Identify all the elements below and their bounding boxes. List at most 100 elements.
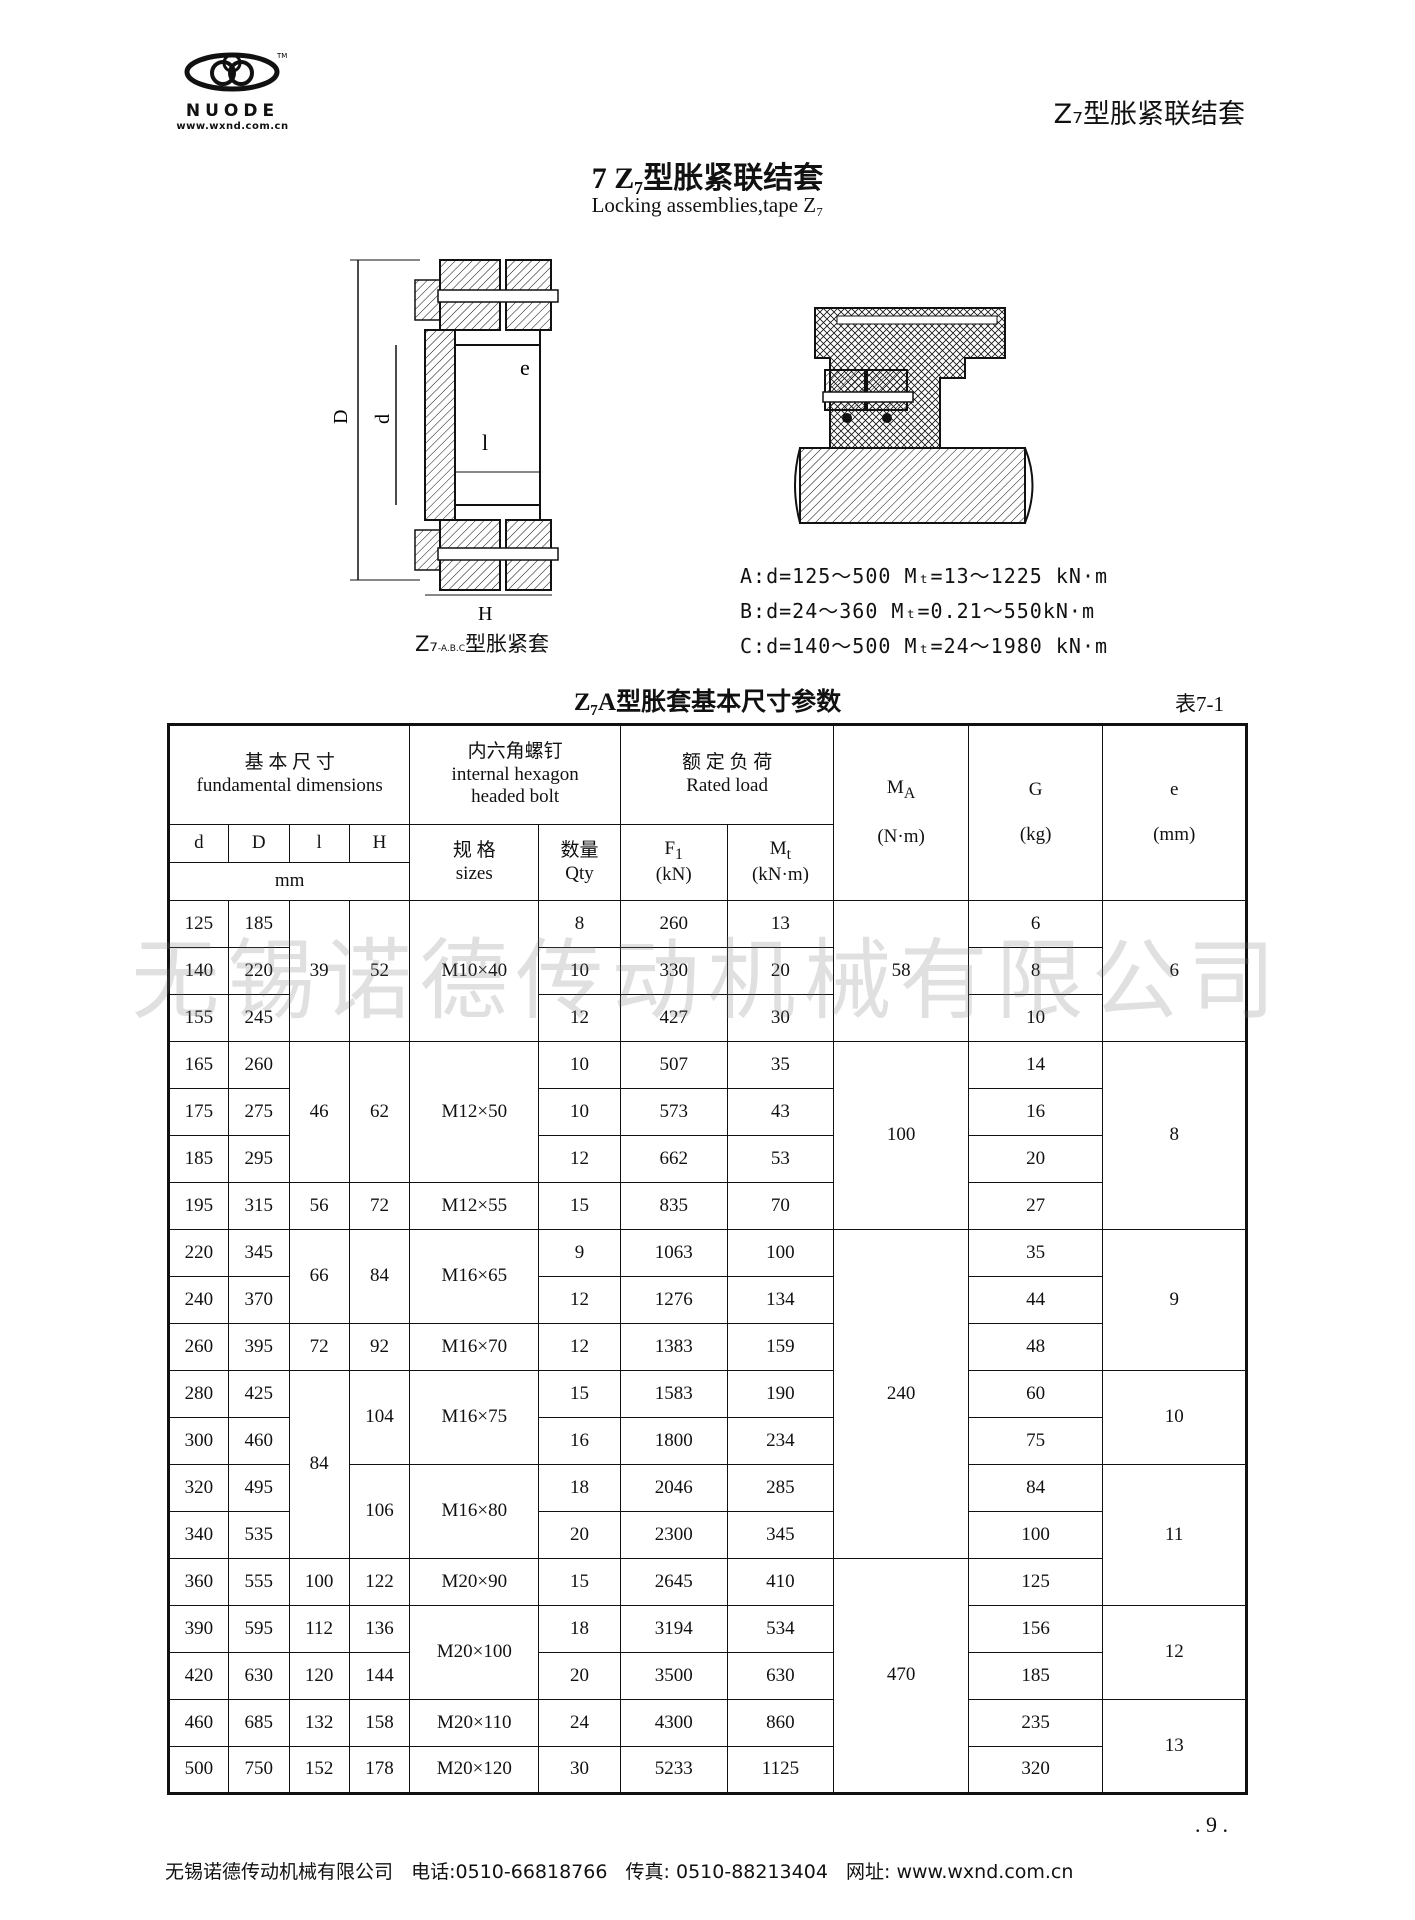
table-cell: 84 — [288, 1370, 350, 1559]
table-cell: 507 — [619, 1041, 728, 1089]
spec-line-c: C:d=140～500 Mₜ=24～1980 kN·m — [740, 634, 1109, 658]
table-cell: 460 — [168, 1699, 229, 1747]
table-cell: 12 — [538, 1276, 621, 1324]
table-cell: 535 — [227, 1511, 290, 1559]
table-cell: 320 — [168, 1464, 229, 1512]
table-cell: 320 — [967, 1746, 1104, 1794]
table-cell: M10×40 — [409, 900, 540, 1042]
table-cell: 1583 — [619, 1370, 728, 1418]
table-cell: 165 — [168, 1041, 229, 1089]
table-cell: 134 — [726, 1276, 835, 1324]
table-cell: 84 — [967, 1464, 1104, 1512]
dim-H-label: H — [478, 603, 492, 625]
table-cell: 35 — [967, 1229, 1104, 1277]
table-cell: 662 — [619, 1135, 728, 1183]
table-cell: 6 — [1102, 900, 1247, 1042]
table-cell: 9 — [1102, 1229, 1247, 1371]
table-cell: 370 — [227, 1276, 290, 1324]
table-cell: 52 — [348, 900, 411, 1042]
page-subtitle: Locking assemblies,tape Z₇ — [591, 193, 824, 217]
table-cell: 340 — [168, 1511, 229, 1559]
table-cell: M20×100 — [409, 1605, 540, 1700]
table-cell: 1063 — [619, 1229, 728, 1277]
table-cell: 140 — [168, 947, 229, 995]
table-cell: 27 — [967, 1182, 1104, 1230]
table-cell: 460 — [227, 1417, 290, 1465]
table-cell: 860 — [726, 1699, 835, 1747]
table-cell: 10 — [967, 994, 1104, 1042]
table-cell: 14 — [967, 1041, 1104, 1089]
company-logo: TM NUODE www.wxnd.com.cn — [165, 50, 300, 132]
logo-url: www.wxnd.com.cn — [176, 121, 289, 132]
table-cell: 84 — [348, 1229, 411, 1324]
table-cell: 2645 — [619, 1558, 728, 1606]
table-cell: 685 — [227, 1699, 290, 1747]
table-cell: 92 — [348, 1323, 411, 1371]
table-cell: 72 — [288, 1323, 350, 1371]
table-cell: 12 — [538, 1135, 621, 1183]
table-cell: 72 — [348, 1182, 411, 1230]
table-cell: 100 — [833, 1041, 969, 1230]
dim-e-label: e — [520, 355, 530, 380]
table-cell: 185 — [967, 1652, 1104, 1700]
installation-drawing — [785, 298, 1045, 533]
figure-left-caption: Z₇-A.B.C型胀紧套 — [415, 628, 549, 658]
dim-l-label: l — [482, 430, 488, 455]
table-cell: 1800 — [619, 1417, 728, 1465]
table-cell: 13 — [1102, 1699, 1247, 1794]
table-cell: 158 — [348, 1699, 411, 1747]
header-D: D — [227, 824, 290, 863]
table-cell: 185 — [227, 900, 290, 948]
table-cell: 260 — [168, 1323, 229, 1371]
table-cell: 190 — [726, 1370, 835, 1418]
table-cell: 58 — [833, 900, 969, 1042]
table-cell: M20×120 — [409, 1746, 540, 1794]
table-cell: 44 — [967, 1276, 1104, 1324]
table-cell: 10 — [538, 1041, 621, 1089]
table-cell: M16×65 — [409, 1229, 540, 1324]
table-cell: M16×80 — [409, 1464, 540, 1559]
table-cell: M20×90 — [409, 1558, 540, 1606]
table-cell: 75 — [967, 1417, 1104, 1465]
header-title: Z₇型胀紧联结套 — [1053, 99, 1245, 130]
table-cell: 300 — [168, 1417, 229, 1465]
table-cell: 159 — [726, 1323, 835, 1371]
table-cell: 156 — [967, 1605, 1104, 1653]
header-f1: F1(kN) — [619, 824, 728, 901]
table-cell: 20 — [538, 1652, 621, 1700]
page-title: 7 Z₇型胀紧联结套 — [591, 162, 824, 195]
table-cell: 18 — [538, 1605, 621, 1653]
table-cell: 220 — [168, 1229, 229, 1277]
caption-cn: 型胀紧套 — [465, 632, 550, 656]
table-cell: 18 — [538, 1464, 621, 1512]
table-cell: 495 — [227, 1464, 290, 1512]
table-cell: 360 — [168, 1558, 229, 1606]
table-cell: 56 — [288, 1182, 350, 1230]
table-cell: 573 — [619, 1088, 728, 1136]
table-cell: 12 — [538, 994, 621, 1042]
table-cell: 295 — [227, 1135, 290, 1183]
table-cell: 20 — [967, 1135, 1104, 1183]
table-cell: 11 — [1102, 1464, 1247, 1606]
table-cell: 106 — [348, 1464, 411, 1559]
table-cell: 15 — [538, 1370, 621, 1418]
page-number: . 9 . — [1195, 1812, 1228, 1837]
table-cell: 9 — [538, 1229, 621, 1277]
table-cell: 470 — [833, 1558, 969, 1794]
table-cell: 5233 — [619, 1746, 728, 1794]
table-cell: 100 — [967, 1511, 1104, 1559]
table-cell: 2300 — [619, 1511, 728, 1559]
table-cell: 144 — [348, 1652, 411, 1700]
logo-mark-icon: TM — [184, 52, 287, 92]
table-cell: 15 — [538, 1182, 621, 1230]
table-cell: 100 — [288, 1558, 350, 1606]
table-cell: 16 — [967, 1088, 1104, 1136]
header-mm: mm — [167, 862, 411, 901]
